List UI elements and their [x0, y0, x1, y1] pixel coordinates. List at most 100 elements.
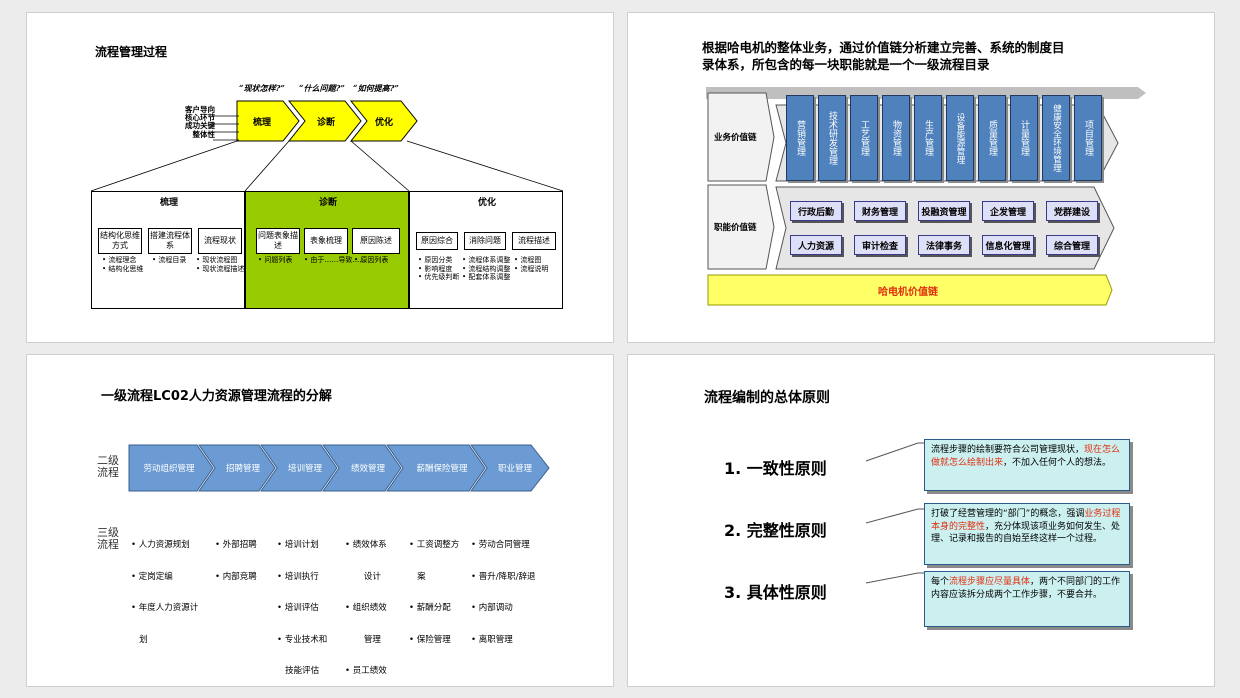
function-finance[interactable]: 财务管理	[854, 201, 906, 221]
level2-label: 二级流程	[97, 454, 119, 479]
list-item: • 年度人力资源计	[131, 603, 199, 613]
function-audit[interactable]: 审计检查	[854, 235, 906, 255]
box-cause-summary: 原因综合	[416, 232, 458, 250]
list-item: • 人力资源规划	[131, 540, 190, 550]
row2-label: 职能价值链	[714, 223, 757, 233]
panel-title: 优化	[477, 198, 496, 208]
slide-process-management[interactable]: 流程管理过程 “现状怎样?” “什么问题?” “如何提高?” 客户导向 核心环节…	[26, 12, 614, 343]
list-item: • 定岗定编	[131, 571, 173, 582]
bullets: • 流程理念 • 结构化思维	[102, 256, 144, 273]
arrow-label-optimize: 优化	[375, 118, 394, 128]
business-marketing[interactable]: 营销管理	[786, 95, 814, 181]
list-item: • 培训评估	[277, 603, 319, 613]
business-metering[interactable]: 计量管理	[1010, 95, 1038, 181]
function-investment[interactable]: 投融资管理	[918, 201, 970, 221]
chevron-label-4: 绩效管理	[350, 464, 385, 474]
arrow-label-diagnose: 诊断	[317, 118, 336, 128]
slide-value-chain[interactable]: 根据哈电机的整体业务，通过价值链分析建立完善、系统的制度目 录体系，所包含的每一…	[627, 12, 1215, 343]
principle-consistency: 1. 一致性原则	[724, 459, 827, 478]
function-hr[interactable]: 人力资源	[790, 235, 842, 255]
box-description: 流程描述	[512, 232, 556, 250]
business-hse[interactable]: 健康安全环境管理	[1042, 95, 1070, 181]
chevron-3	[260, 444, 338, 492]
business-quality[interactable]: 质量管理	[978, 95, 1006, 181]
list-item: • 内部竞聘	[215, 571, 257, 582]
box-structured-thinking: 结构化思维方式	[98, 228, 142, 254]
list-item: 划	[131, 634, 148, 645]
slide-hr-decomposition[interactable]: 一级流程LC02人力资源管理流程的分解 二级流程 三级流程 劳动组织管理 招聘管…	[26, 354, 614, 687]
list-item: 技能评估	[277, 666, 320, 676]
function-admin[interactable]: 行政后勤	[790, 201, 842, 221]
box-symptom: 问题表象描述	[256, 228, 300, 254]
bullets: • 原因列表	[354, 256, 389, 264]
label-success: 成功关键	[185, 121, 215, 131]
text: 打破了经营管理的“部门”的概念，强调	[931, 509, 1085, 519]
list-item: • 外部招聘	[215, 540, 257, 550]
bottom-label: 哈电机价值链	[878, 287, 938, 298]
bullets: • 流程体系调整 • 流程结构调整 • 配套体系调整	[462, 256, 511, 282]
chevron-1	[128, 444, 214, 492]
process-diagram	[90, 100, 564, 192]
row2-bg-chevron	[775, 186, 1115, 270]
function-legal[interactable]: 法律事务	[918, 235, 970, 255]
list-item: 设计	[345, 571, 381, 582]
level3-column-2: • 外部招聘 • 内部竞聘	[215, 519, 257, 603]
panel-sort: 梳理 结构化思维方式 搭建流程体系 流程现状 • 流程理念 • 结构化思维 • …	[91, 191, 245, 309]
box-eliminate: 消除问题	[464, 232, 506, 250]
business-craft[interactable]: 工艺管理	[850, 95, 878, 181]
highlight-text: 流程步骤应尽量具体	[949, 577, 1031, 587]
box-build-system: 搭建流程体系	[148, 228, 192, 254]
list-item: • 培训执行	[277, 571, 319, 582]
slide-title: 根据哈电机的整体业务，通过价值链分析建立完善、系统的制度目 录体系，所包含的每一…	[702, 39, 1065, 73]
function-enterprise[interactable]: 企发管理	[982, 201, 1034, 221]
principle-box-2: 打破了经营管理的“部门”的概念，强调业务过程本身的完整性，充分体现该项业务如何发…	[924, 503, 1130, 565]
level3-column-6: • 劳动合同管理 • 晋升/降职/辞退 • 内部调动 • 离职管理	[471, 519, 535, 666]
slide-title: 流程管理过程	[95, 45, 168, 59]
list-item: • 绩效体系	[345, 540, 387, 550]
principle-completeness: 2. 完整性原则	[724, 521, 827, 540]
label-core: 核心环节	[185, 113, 215, 123]
business-materials[interactable]: 物资管理	[882, 95, 910, 181]
list-item: • 工资调整方	[409, 540, 460, 550]
bullets: • 问题列表	[258, 256, 293, 264]
function-party[interactable]: 党群建设	[1046, 201, 1098, 221]
business-equipment[interactable]: 设备能源管理	[946, 95, 974, 181]
label-customer: 客户导向	[185, 105, 215, 114]
chevron-2	[198, 444, 276, 492]
function-it[interactable]: 信息化管理	[982, 235, 1034, 255]
chevron-5	[386, 444, 486, 492]
bullets: • 由于……导致……	[304, 256, 367, 264]
bottom-yellow-chevron	[707, 274, 1113, 306]
level3-label: 三级流程	[97, 526, 119, 551]
highlight-text: 现在怎么做就怎么绘制出来	[931, 445, 1121, 468]
arrow-sort	[236, 100, 300, 142]
list-item: • 培训计划	[277, 540, 319, 550]
business-rnd[interactable]: 技术研发管理	[818, 95, 846, 181]
list-item: • 员工绩效	[345, 666, 387, 676]
box-symptom-sort: 表象梳理	[304, 228, 348, 254]
panel-optimize: 优化 原因综合 消除问题 流程描述 • 原因分类 • 影响程度 • 优先级判断 …	[409, 191, 563, 309]
text: ，两个不同部门的工作内容应该拆分成两个工作步骤，不要合并。	[931, 577, 1121, 600]
box-cause: 原因陈述	[352, 228, 400, 254]
principle-box-3: 每个流程步骤应尽量具体，两个不同部门的工作内容应该拆分成两个工作步骤，不要合并。	[924, 571, 1130, 627]
quote-current: “现状怎样?”	[239, 83, 285, 93]
row1-label-chevron	[707, 92, 775, 182]
quote-improve: “如何提高?”	[353, 83, 399, 93]
list-item: • 晋升/降职/辞退	[471, 571, 536, 582]
label-whole: 整体性	[192, 129, 216, 139]
level3-column-4: • 绩效体系 设计 • 组织绩效 管理 • 员工绩效 管理	[345, 519, 387, 686]
business-project[interactable]: 项目管理	[1074, 95, 1102, 181]
slide-title: 流程编制的总体原则	[704, 390, 830, 406]
chevron-label-6: 职业管理	[497, 464, 532, 474]
business-production[interactable]: 生产管理	[914, 95, 942, 181]
arrow-optimize	[349, 100, 418, 142]
principle-specificity: 3. 具体性原则	[724, 583, 827, 602]
level3-column-1: • 人力资源规划 • 定岗定编 • 年度人力资源计 划	[131, 519, 198, 666]
list-item: 案	[409, 571, 426, 582]
slide-principles[interactable]: 流程编制的总体原则 1. 一致性原则 2. 完整性原则 3. 具体性原则 流程步…	[627, 354, 1215, 687]
panel-title: 梳理	[159, 198, 178, 208]
function-general[interactable]: 综合管理	[1046, 235, 1098, 255]
chevron-label-3: 培训管理	[287, 464, 322, 474]
list-item: • 劳动合同管理	[471, 540, 530, 550]
bullets: • 流程目录	[152, 256, 187, 264]
